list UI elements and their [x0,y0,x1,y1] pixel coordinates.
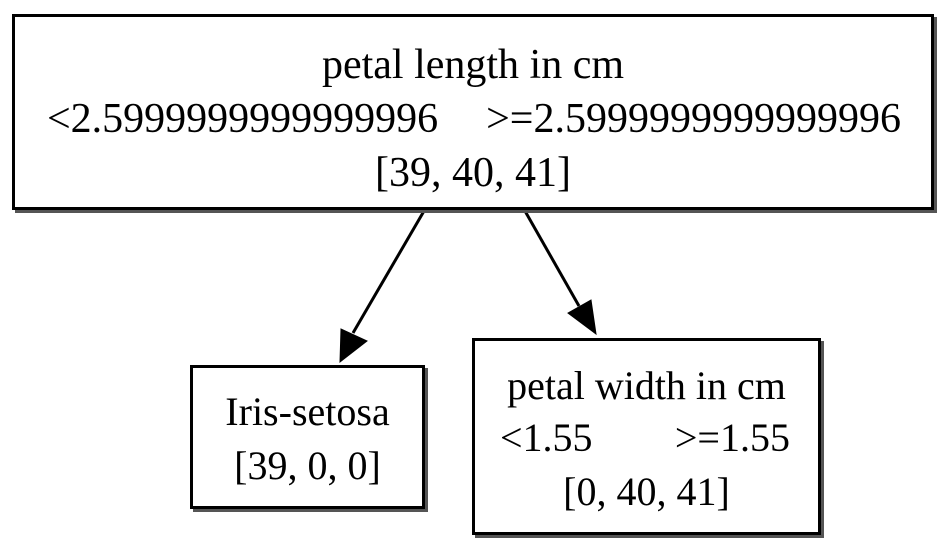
leaf-class-counts: [39, 0, 0] [234,443,381,488]
root-class-counts: [39, 40, 41] [375,150,571,196]
root-node: petal length in cm <2.5999999999999996 >… [12,14,934,210]
leaf-class-label: Iris-setosa [225,389,390,434]
edge-root-to-right [523,210,597,336]
edge-root-to-left [339,210,426,364]
root-feature-label: petal length in cm [321,42,625,88]
root-split-conditions: <2.5999999999999996 >=2.5999999999999996 [47,98,901,140]
right-feature-label: petal width in cm [507,363,786,408]
leaf-node-iris-setosa: Iris-setosa [39, 0, 0] [190,365,425,509]
right-class-counts: [0, 40, 41] [563,469,730,514]
split-node-petal-width: petal width in cm <1.55 >=1.55 [0, 40, 4… [472,338,821,535]
root-right-condition: >=2.5999999999999996 [486,96,901,142]
right-left-condition: <1.55 [500,415,593,460]
right-right-condition: >=1.55 [674,415,790,460]
root-left-condition: <2.5999999999999996 [47,96,439,142]
right-split-conditions: <1.55 >=1.55 [500,418,790,458]
